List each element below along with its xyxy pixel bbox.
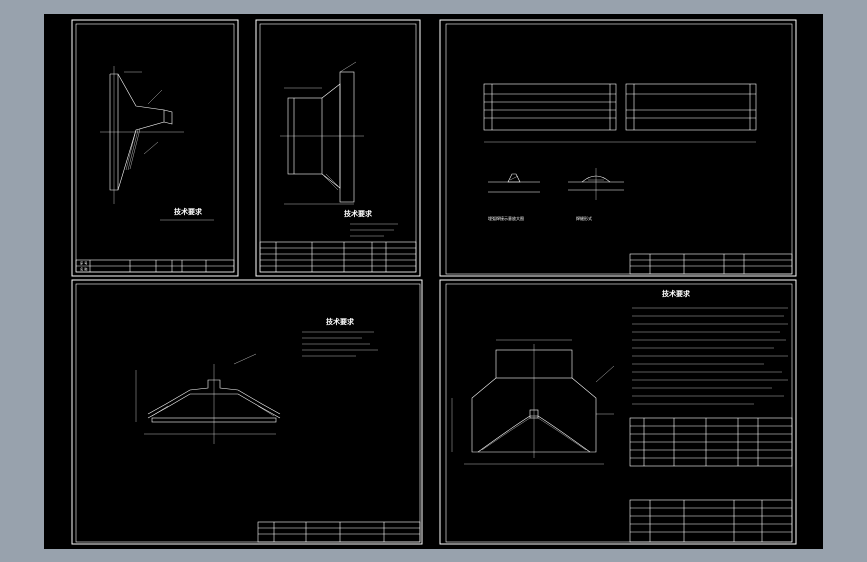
cad-drawing-canvas: 技术要求 序 号 名 称 技术要求 bbox=[44, 14, 823, 549]
heading-top-left: 技术要求 bbox=[174, 207, 203, 216]
caption-weld-form: 焊缝形式 bbox=[576, 215, 592, 221]
title-block-top-right bbox=[629, 253, 793, 275]
drawing-svg: 技术要求 序 号 名 称 技术要求 bbox=[71, 19, 797, 545]
frame-top-middle bbox=[255, 19, 421, 277]
table-label-name: 名 称 bbox=[80, 267, 88, 272]
border-top-middle bbox=[259, 23, 417, 273]
caption-weld-detail: 埋弧焊接示意放大图 bbox=[488, 215, 524, 221]
title-block-top-left: 序 号 名 称 bbox=[75, 259, 235, 273]
border-top-right bbox=[445, 23, 793, 275]
table-label-seq: 序 号 bbox=[80, 261, 87, 266]
part-cylinder-middle bbox=[280, 61, 364, 205]
notes-bottom-left bbox=[302, 331, 378, 357]
notes-top-middle bbox=[350, 223, 398, 237]
frame-top-right bbox=[439, 19, 797, 277]
heading-bottom-left: 技术要求 bbox=[326, 317, 355, 326]
border-top-left bbox=[75, 23, 235, 273]
weld-detail-right bbox=[568, 168, 624, 200]
title-block-bottom-left bbox=[257, 521, 421, 543]
part-assembly bbox=[451, 339, 615, 465]
title-block-top-middle bbox=[259, 241, 417, 273]
title-block-bottom-right bbox=[629, 499, 793, 543]
parts-list-bottom-right bbox=[629, 417, 793, 467]
plate-layout bbox=[483, 83, 757, 143]
frame-top-left bbox=[71, 19, 239, 277]
heading-top-middle: 技术要求 bbox=[344, 209, 373, 218]
frame-bottom-right bbox=[439, 279, 797, 545]
border-bottom-left bbox=[75, 283, 421, 543]
heading-bottom-right: 技术要求 bbox=[662, 289, 691, 298]
part-cone-left bbox=[100, 66, 184, 204]
weld-detail-left bbox=[488, 173, 540, 193]
frame-bottom-left bbox=[71, 279, 423, 545]
notes-bottom-right bbox=[632, 307, 788, 405]
part-section-bottom-left bbox=[135, 353, 281, 444]
border-bottom-right bbox=[445, 283, 793, 543]
